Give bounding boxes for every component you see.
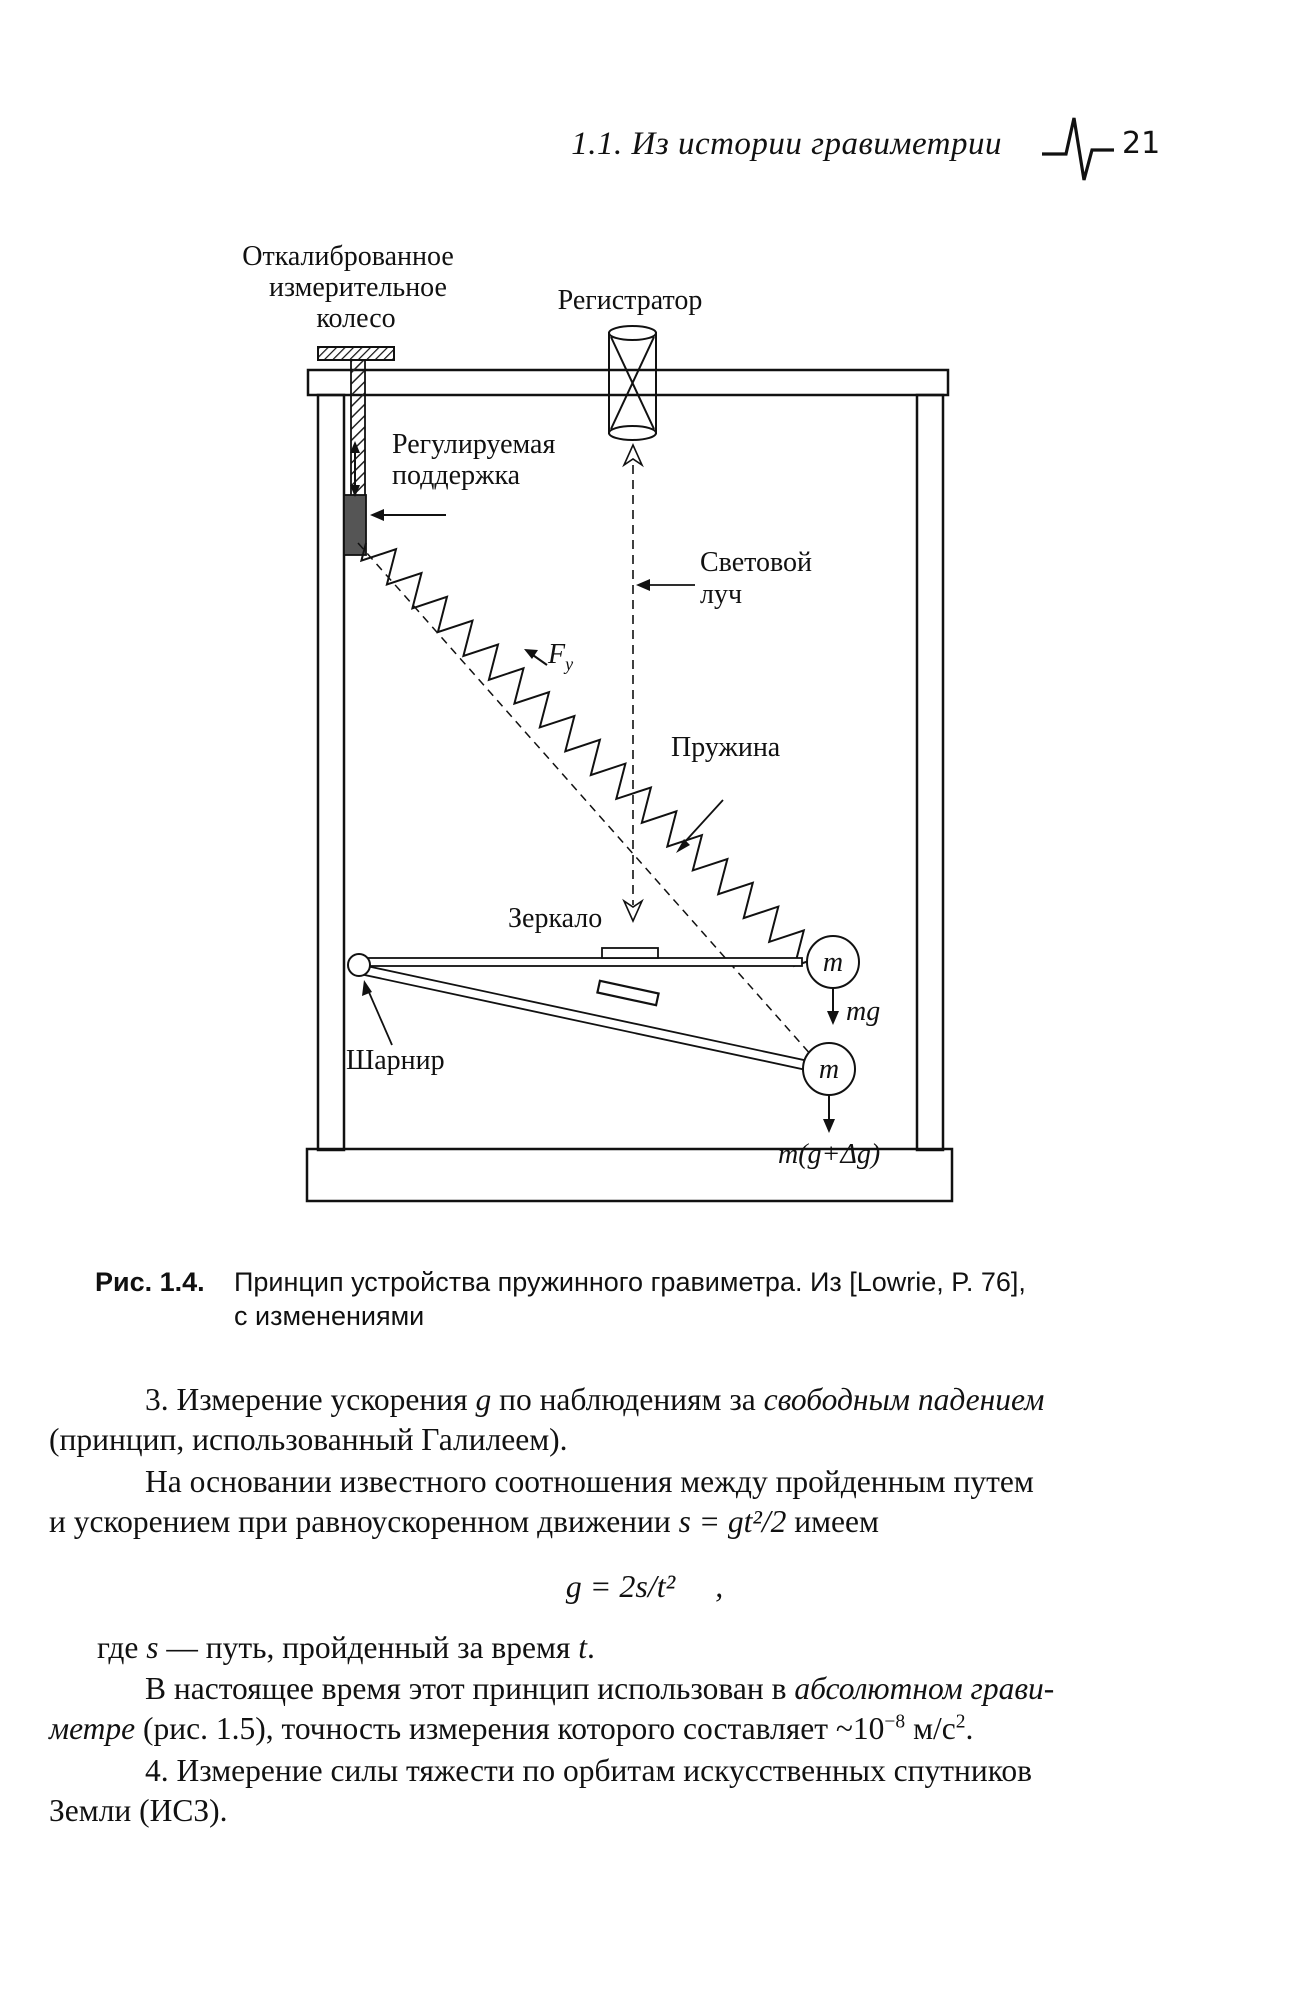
label-calibrated-wheel-2: измерительное <box>269 272 447 303</box>
frame-top-beam <box>306 368 950 397</box>
formula-comma: , <box>715 1568 724 1604</box>
label-mass-upper: m <box>823 947 843 978</box>
emphasis: свободным падением <box>763 1382 1045 1417</box>
beam-equilibrium <box>359 947 803 967</box>
text: (принцип, использованный Галилеем). <box>49 1422 568 1457</box>
text: где <box>97 1630 147 1665</box>
paragraph-kinematics: На основании известного соотношения межд… <box>49 1462 1117 1542</box>
paragraph-absolute-gravimeter: В настоящее время этот принцип использов… <box>49 1669 1117 1749</box>
figure-labels: Откалиброванное измерительное колесо Рег… <box>242 241 880 1170</box>
caption-line-2: с изменениями <box>234 1301 425 1331</box>
mass-lower <box>802 1042 856 1133</box>
emphasis: метре <box>49 1711 136 1746</box>
mirror <box>601 947 659 959</box>
recorder <box>608 325 657 441</box>
force-arrow <box>524 649 548 666</box>
frame-right-post <box>915 393 945 1152</box>
label-spring: Пружина <box>671 732 781 763</box>
caption-line-1: Рис. 1.4. Принцип устройства пружинного г… <box>95 1265 1125 1299</box>
label-hinge: Шарнир <box>346 1045 445 1076</box>
symbol-g: g <box>475 1382 492 1417</box>
spring <box>359 542 813 968</box>
text: . <box>587 1630 595 1665</box>
deflected-position-line <box>357 542 821 1066</box>
caption-label: Рис. 1.4. <box>95 1267 205 1297</box>
text: . <box>965 1711 974 1746</box>
label-light-beam-2: луч <box>700 579 742 610</box>
label-calibrated-wheel-3: колесо <box>316 303 395 334</box>
label-adjustable-support-2: поддержка <box>392 460 521 491</box>
formula-g: g = 2s/t² <box>565 1568 676 1604</box>
inline-formula: s = gt²/2 <box>678 1504 787 1539</box>
symbol-s: s <box>146 1630 159 1665</box>
adjustable-support <box>343 441 446 556</box>
text: имеем <box>786 1504 879 1539</box>
paragraph-satellites: 4. Измерение силы тяжести по орбитам иск… <box>49 1751 1117 1831</box>
hinge <box>347 953 393 1046</box>
page-number: 21 <box>1122 126 1161 161</box>
figure-caption: Рис. 1.4. Принцип устройства пружинного г… <box>95 1265 1125 1333</box>
text: 3. Измерение ускорения <box>145 1382 476 1417</box>
text: В настоящее время этот принцип использов… <box>145 1671 795 1706</box>
text: м/с <box>905 1711 956 1746</box>
paragraph-definition: где s — путь, пройденный за время t. <box>97 1628 1117 1668</box>
text: по наблюдениям за <box>491 1382 764 1417</box>
label-weight: mg <box>846 996 880 1027</box>
text: 4. Измерение силы тяжести по орбитам иск… <box>145 1753 1033 1788</box>
label-weight-changed: m(g+Δg) <box>778 1139 880 1170</box>
label-mass-lower: m <box>819 1054 839 1085</box>
display-formula: g = 2s/t², <box>0 1568 1289 1605</box>
light-beam <box>622 443 695 923</box>
frame-left-post <box>316 393 346 1152</box>
label-light-beam-1: Световой <box>700 547 812 578</box>
text: и ускорением при равноускоренном движени… <box>49 1504 679 1539</box>
chapter-section-title: 1.1. Из истории гравиметрии <box>571 126 1002 162</box>
text: — путь, пройденный за время <box>158 1630 579 1665</box>
mass-upper <box>806 935 860 1025</box>
exponent: −8 <box>884 1711 906 1733</box>
spring-gravimeter-diagram: Откалиброванное измерительное колесо Рег… <box>242 241 954 1203</box>
text: (рис. 1.5), точность измерения которого … <box>135 1711 885 1746</box>
paragraph-free-fall: 3. Измерение ускорения g по наблюдениям … <box>49 1380 1117 1460</box>
label-mirror: Зеркало <box>508 903 602 934</box>
symbol-t: t <box>578 1630 588 1665</box>
mirror-deflected <box>596 979 660 1007</box>
spring-pointer <box>676 799 724 853</box>
emphasis: абсолютном грави- <box>794 1671 1055 1706</box>
pulse-icon <box>1042 117 1114 181</box>
frame <box>305 368 954 1203</box>
label-calibrated-wheel-1: Откалиброванное <box>242 241 454 272</box>
exponent: 2 <box>955 1711 966 1733</box>
label-force: Fy <box>547 639 573 674</box>
label-adjustable-support-1: Регулируемая <box>392 429 555 460</box>
running-header: 1.1. Из истории гравиметрии 21 <box>560 117 1180 182</box>
caption-text-1: Принцип устройства пружинного гравиметра… <box>234 1267 1026 1297</box>
label-recorder: Регистратор <box>558 285 703 316</box>
text: Земли (ИСЗ). <box>49 1793 228 1828</box>
frame-base <box>305 1147 954 1203</box>
text: На основании известного соотношения межд… <box>145 1464 1034 1499</box>
